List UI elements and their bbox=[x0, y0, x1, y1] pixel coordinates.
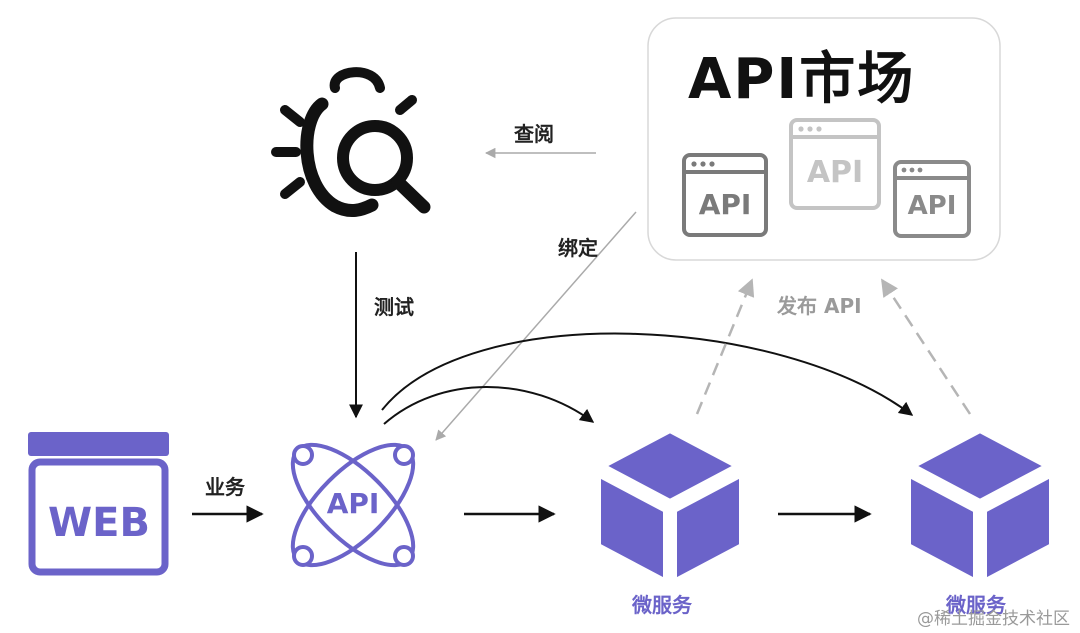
api-card-1: API bbox=[682, 153, 768, 237]
web-label: WEB bbox=[48, 500, 150, 546]
api-card-3: API bbox=[893, 160, 971, 238]
api-gateway-icon: API bbox=[290, 442, 416, 568]
dashed-arrow-ms2-to-market bbox=[880, 278, 972, 415]
api-card-2-label: API bbox=[807, 155, 863, 190]
edge-label-bind: 绑定 bbox=[558, 236, 598, 260]
dashed-arrow-ms1-to-market bbox=[695, 278, 755, 415]
microservice-1-label: 微服务 bbox=[632, 593, 692, 617]
api-market-title: API市场 bbox=[688, 47, 916, 112]
edge-label-view: 查阅 bbox=[514, 122, 554, 146]
microservice-2-label: 微服务 bbox=[946, 593, 1006, 617]
api-card-2: API bbox=[789, 118, 881, 210]
gateway-label: API bbox=[327, 487, 380, 520]
edge-label-publish-api: 发布 API bbox=[777, 294, 862, 318]
arrow-market-to-gateway bbox=[435, 211, 637, 441]
watermark: @稀土掘金技术社区 bbox=[917, 609, 1070, 629]
bug-magnifier-icon bbox=[271, 67, 431, 218]
api-card-3-label: API bbox=[908, 191, 957, 221]
curve-gateway-to-ms1 bbox=[383, 386, 595, 425]
api-card-1-label: API bbox=[699, 188, 752, 221]
web-icon: WEB bbox=[28, 432, 169, 576]
edge-label-test: 测试 bbox=[374, 295, 414, 319]
curve-gateway-to-ms2 bbox=[381, 332, 914, 416]
microservice-1-cube-icon bbox=[595, 427, 745, 585]
edge-label-business: 业务 bbox=[205, 475, 245, 499]
microservice-2-cube-icon bbox=[905, 427, 1055, 585]
